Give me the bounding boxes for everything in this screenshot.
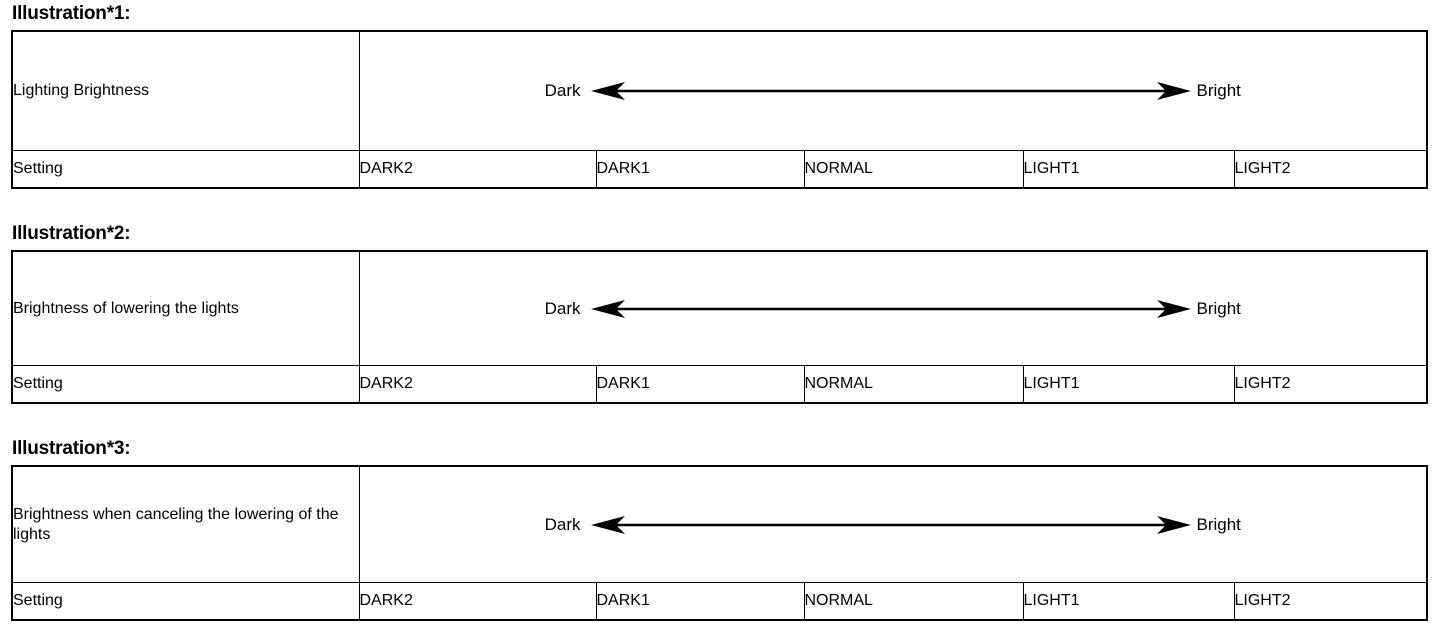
- scale-label-dark-1: Dark: [544, 81, 581, 100]
- illustration-table-3: Brightness when canceling the lowering o…: [11, 465, 1429, 621]
- section-title-2: Illustration*2:: [12, 223, 131, 244]
- table-row: Brightness when canceling the lowering o…: [11, 465, 1428, 583]
- setting-option-dark2-1[interactable]: DARK2: [358, 150, 597, 189]
- parameter-label-cell-3: Brightness when canceling the lowering o…: [11, 465, 360, 583]
- scale-label-dark-3: Dark: [544, 514, 581, 534]
- double-headed-horizontal-arrow-icon-1: [590, 82, 1191, 100]
- table-row: Lighting Brightness Dark Bright: [11, 30, 1428, 151]
- setting-option-light2-3[interactable]: LIGHT2: [1233, 582, 1428, 621]
- brightness-scale-cell-2: Dark Bright: [358, 250, 1428, 366]
- table-row: Setting DARK2 DARK1 NORMAL LIGHT1 LIGHT2: [11, 582, 1428, 621]
- table-row: Brightness of lowering the lights Dark B…: [11, 250, 1428, 366]
- setting-row-header-3: Setting: [11, 582, 360, 621]
- illustration-section-1: Illustration*1: Lighting Brightness Dark: [11, 3, 1429, 189]
- scale-label-dark-2: Dark: [544, 298, 581, 318]
- illustration-table-1: Lighting Brightness Dark Bright: [11, 30, 1429, 189]
- setting-row-header-1: Setting: [11, 150, 360, 189]
- parameter-label-cell-1: Lighting Brightness: [11, 30, 360, 151]
- double-headed-horizontal-arrow-icon-3: [590, 515, 1191, 534]
- brightness-scale-cell-1: Dark Bright: [358, 30, 1428, 151]
- section-title-1: Illustration*1:: [12, 3, 131, 24]
- setting-option-normal-1[interactable]: NORMAL: [803, 150, 1024, 189]
- setting-option-dark2-2[interactable]: DARK2: [358, 365, 597, 404]
- setting-option-normal-2[interactable]: NORMAL: [803, 365, 1024, 404]
- parameter-label-cell-2: Brightness of lowering the lights: [11, 250, 360, 366]
- setting-option-light2-1[interactable]: LIGHT2: [1233, 150, 1428, 189]
- scale-label-bright-3: Bright: [1196, 514, 1241, 534]
- setting-option-dark2-3[interactable]: DARK2: [358, 582, 597, 621]
- setting-option-light1-2[interactable]: LIGHT1: [1022, 365, 1235, 404]
- scale-label-bright-2: Bright: [1196, 298, 1241, 318]
- setting-row-header-2: Setting: [11, 365, 360, 404]
- brightness-scale-cell-3: Dark Bright: [358, 465, 1428, 583]
- setting-option-light2-2[interactable]: LIGHT2: [1233, 365, 1428, 404]
- setting-option-light1-3[interactable]: LIGHT1: [1022, 582, 1235, 621]
- illustration-table-2: Brightness of lowering the lights Dark B…: [11, 250, 1429, 404]
- scale-wrap: Dark Bright: [360, 32, 1427, 150]
- illustration-section-3: Illustration*3: Brightness when cancelin…: [11, 438, 1429, 621]
- setting-option-normal-3[interactable]: NORMAL: [803, 582, 1024, 621]
- double-headed-horizontal-arrow-icon-2: [590, 299, 1191, 318]
- setting-option-light1-1[interactable]: LIGHT1: [1022, 150, 1235, 189]
- illustration-section-2: Illustration*2: Brightness of lowering t…: [11, 223, 1429, 404]
- section-title-3: Illustration*3:: [12, 438, 131, 459]
- table-row: Setting DARK2 DARK1 NORMAL LIGHT1 LIGHT2: [11, 150, 1428, 189]
- setting-option-dark1-2[interactable]: DARK1: [595, 365, 805, 404]
- table-row: Setting DARK2 DARK1 NORMAL LIGHT1 LIGHT2: [11, 365, 1428, 404]
- setting-option-dark1-1[interactable]: DARK1: [595, 150, 805, 189]
- setting-option-dark1-3[interactable]: DARK1: [595, 582, 805, 621]
- scale-wrap: Dark Bright: [360, 467, 1427, 582]
- scale-wrap: Dark Bright: [360, 252, 1427, 365]
- scale-label-bright-1: Bright: [1196, 81, 1241, 100]
